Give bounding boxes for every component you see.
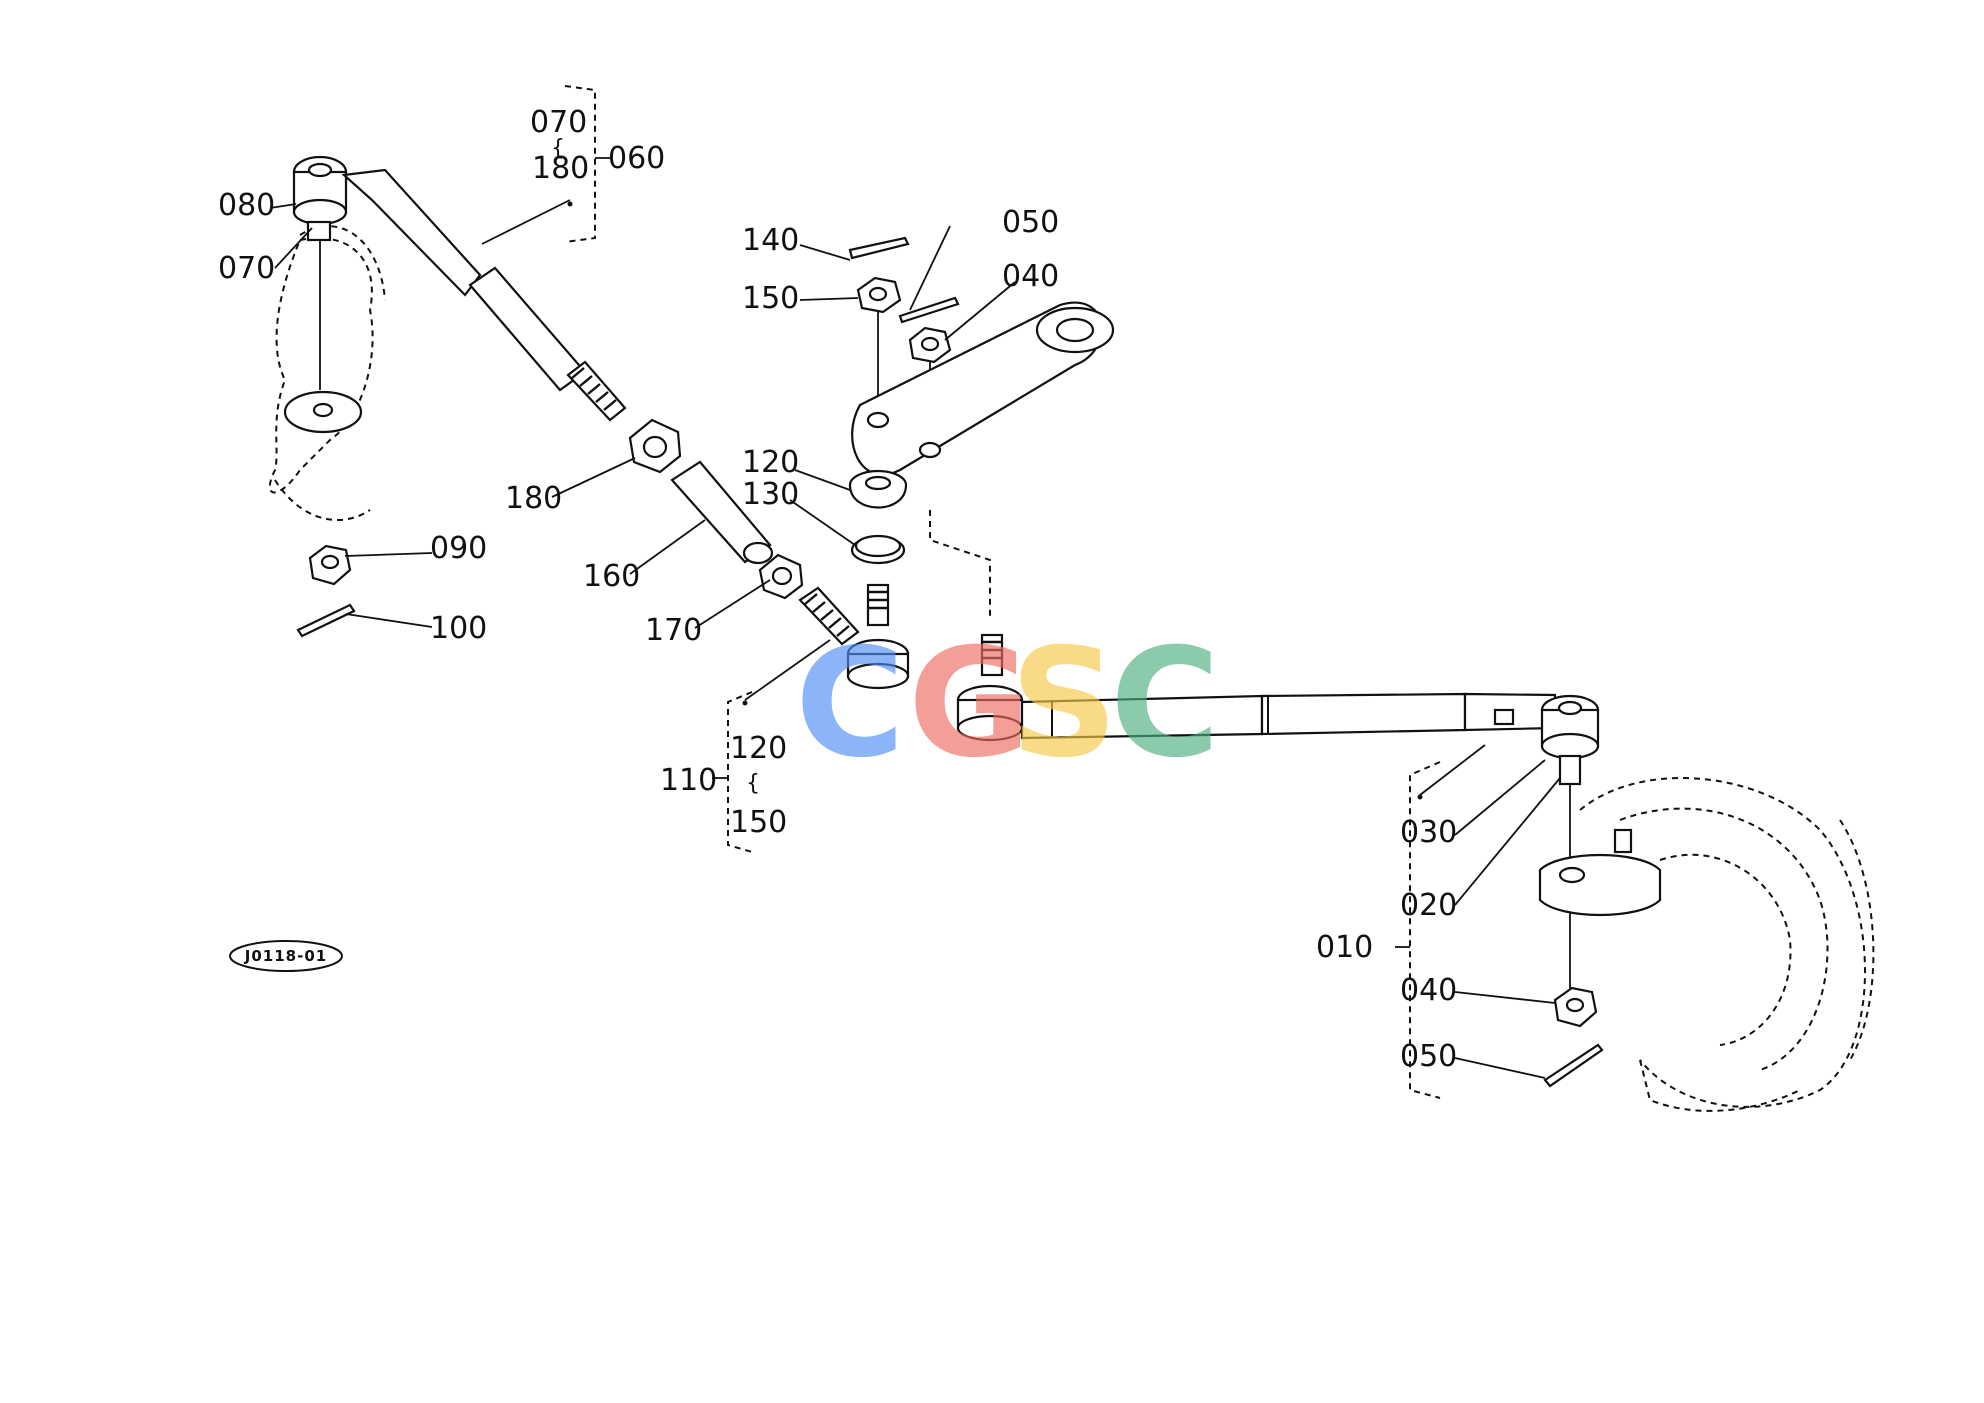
watermark-letter-4: C — [1110, 617, 1220, 791]
label-180-mid: 180 — [505, 481, 562, 516]
drag-link-arm — [851, 301, 1115, 476]
bracket-060 — [564, 85, 612, 243]
cotter-pin-050 — [898, 296, 960, 324]
label-080: 080 — [218, 188, 275, 223]
seal-ring-130 — [850, 534, 906, 565]
cotter-pin-100 — [296, 603, 356, 638]
bracket-010 — [1395, 761, 1441, 1099]
right-knuckle-hub — [1538, 777, 1875, 1112]
label-020: 020 — [1400, 888, 1457, 923]
label-180-top: 180 — [532, 151, 589, 186]
label-040-top: 040 — [1002, 259, 1059, 294]
center-tie-rod-end-threaded — [798, 586, 860, 646]
label-040-bottom: 040 — [1400, 973, 1457, 1008]
left-tie-rod-end — [292, 155, 348, 390]
label-100: 100 — [430, 611, 487, 646]
watermark-logo: C G S C — [795, 617, 1220, 791]
bracket-110 — [712, 691, 753, 853]
right-tie-rod-end-outer — [1540, 694, 1600, 990]
label-120-sub: 120 — [730, 731, 787, 766]
label-070-top: 070 — [530, 105, 587, 140]
label-050-top: 050 — [1002, 205, 1059, 240]
cotter-pin-140 — [848, 236, 910, 260]
sleeve-160 — [670, 460, 774, 565]
diagram-code-badge: J0118-01 — [229, 940, 343, 972]
center-ball-joint — [846, 583, 910, 690]
label-070-left: 070 — [218, 251, 275, 286]
right-tie-rod-end-inner — [956, 633, 1024, 742]
watermark-letter-1: C — [795, 617, 905, 791]
watermark-letter-3: S — [1010, 617, 1118, 791]
left-knuckle — [268, 225, 386, 521]
label-050-bottom: 050 — [1400, 1039, 1457, 1074]
label-110: 110 — [660, 763, 717, 798]
left-tie-rod-arm — [341, 168, 627, 422]
label-030: 030 — [1400, 815, 1457, 850]
range-glyph-sub: { — [746, 771, 760, 796]
watermark-letter-2: G — [908, 617, 1031, 791]
leader-lines — [269, 199, 1561, 1079]
label-160: 160 — [583, 559, 640, 594]
label-120-mid: 120 — [742, 445, 799, 480]
label-130: 130 — [742, 477, 799, 512]
label-170: 170 — [645, 613, 702, 648]
label-010: 010 — [1316, 930, 1373, 965]
label-140: 140 — [742, 223, 799, 258]
label-150-top: 150 — [742, 281, 799, 316]
dust-seal-120 — [848, 469, 908, 509]
label-150-sub: 150 — [730, 805, 787, 840]
diagram-code: J0118-01 — [244, 947, 327, 965]
cotter-pin-050-lower — [1543, 1043, 1604, 1088]
part-labels: 070 { 180 060 080 070 140 050 150 040 12… — [218, 105, 1457, 1074]
label-090: 090 — [430, 531, 487, 566]
range-glyph-top: { — [551, 136, 565, 161]
lock-nut-180 — [628, 418, 682, 474]
lock-nut-170 — [758, 553, 804, 600]
label-060: 060 — [608, 141, 665, 176]
castle-nut-090 — [308, 544, 352, 586]
castle-nut-040-lower — [1553, 986, 1598, 1028]
right-tie-rod-tube — [1020, 692, 1557, 740]
castle-nut-150 — [856, 276, 902, 420]
